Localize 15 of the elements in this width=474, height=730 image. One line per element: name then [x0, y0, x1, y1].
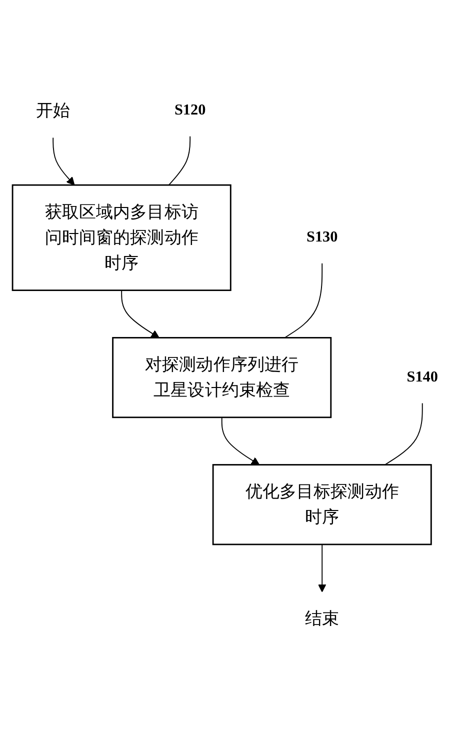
node-text: S140	[406, 369, 438, 386]
arrow	[121, 290, 160, 338]
node-box: 获取区域内多目标访问时间窗的探测动作时序	[12, 184, 232, 292]
node-text: S130	[306, 229, 338, 246]
connector	[284, 263, 323, 338]
node-box: 优化多目标探测动作时序	[212, 464, 432, 546]
arrow	[52, 137, 75, 186]
node-text: 开始	[36, 100, 70, 121]
connector	[168, 136, 191, 186]
connector	[384, 402, 423, 466]
arrow	[221, 417, 260, 466]
arrow	[318, 544, 326, 592]
node-text: 结束	[305, 609, 340, 630]
node-text: S120	[174, 102, 206, 118]
node-box: 对探测动作序列进行卫星设计约束检查	[112, 337, 332, 418]
